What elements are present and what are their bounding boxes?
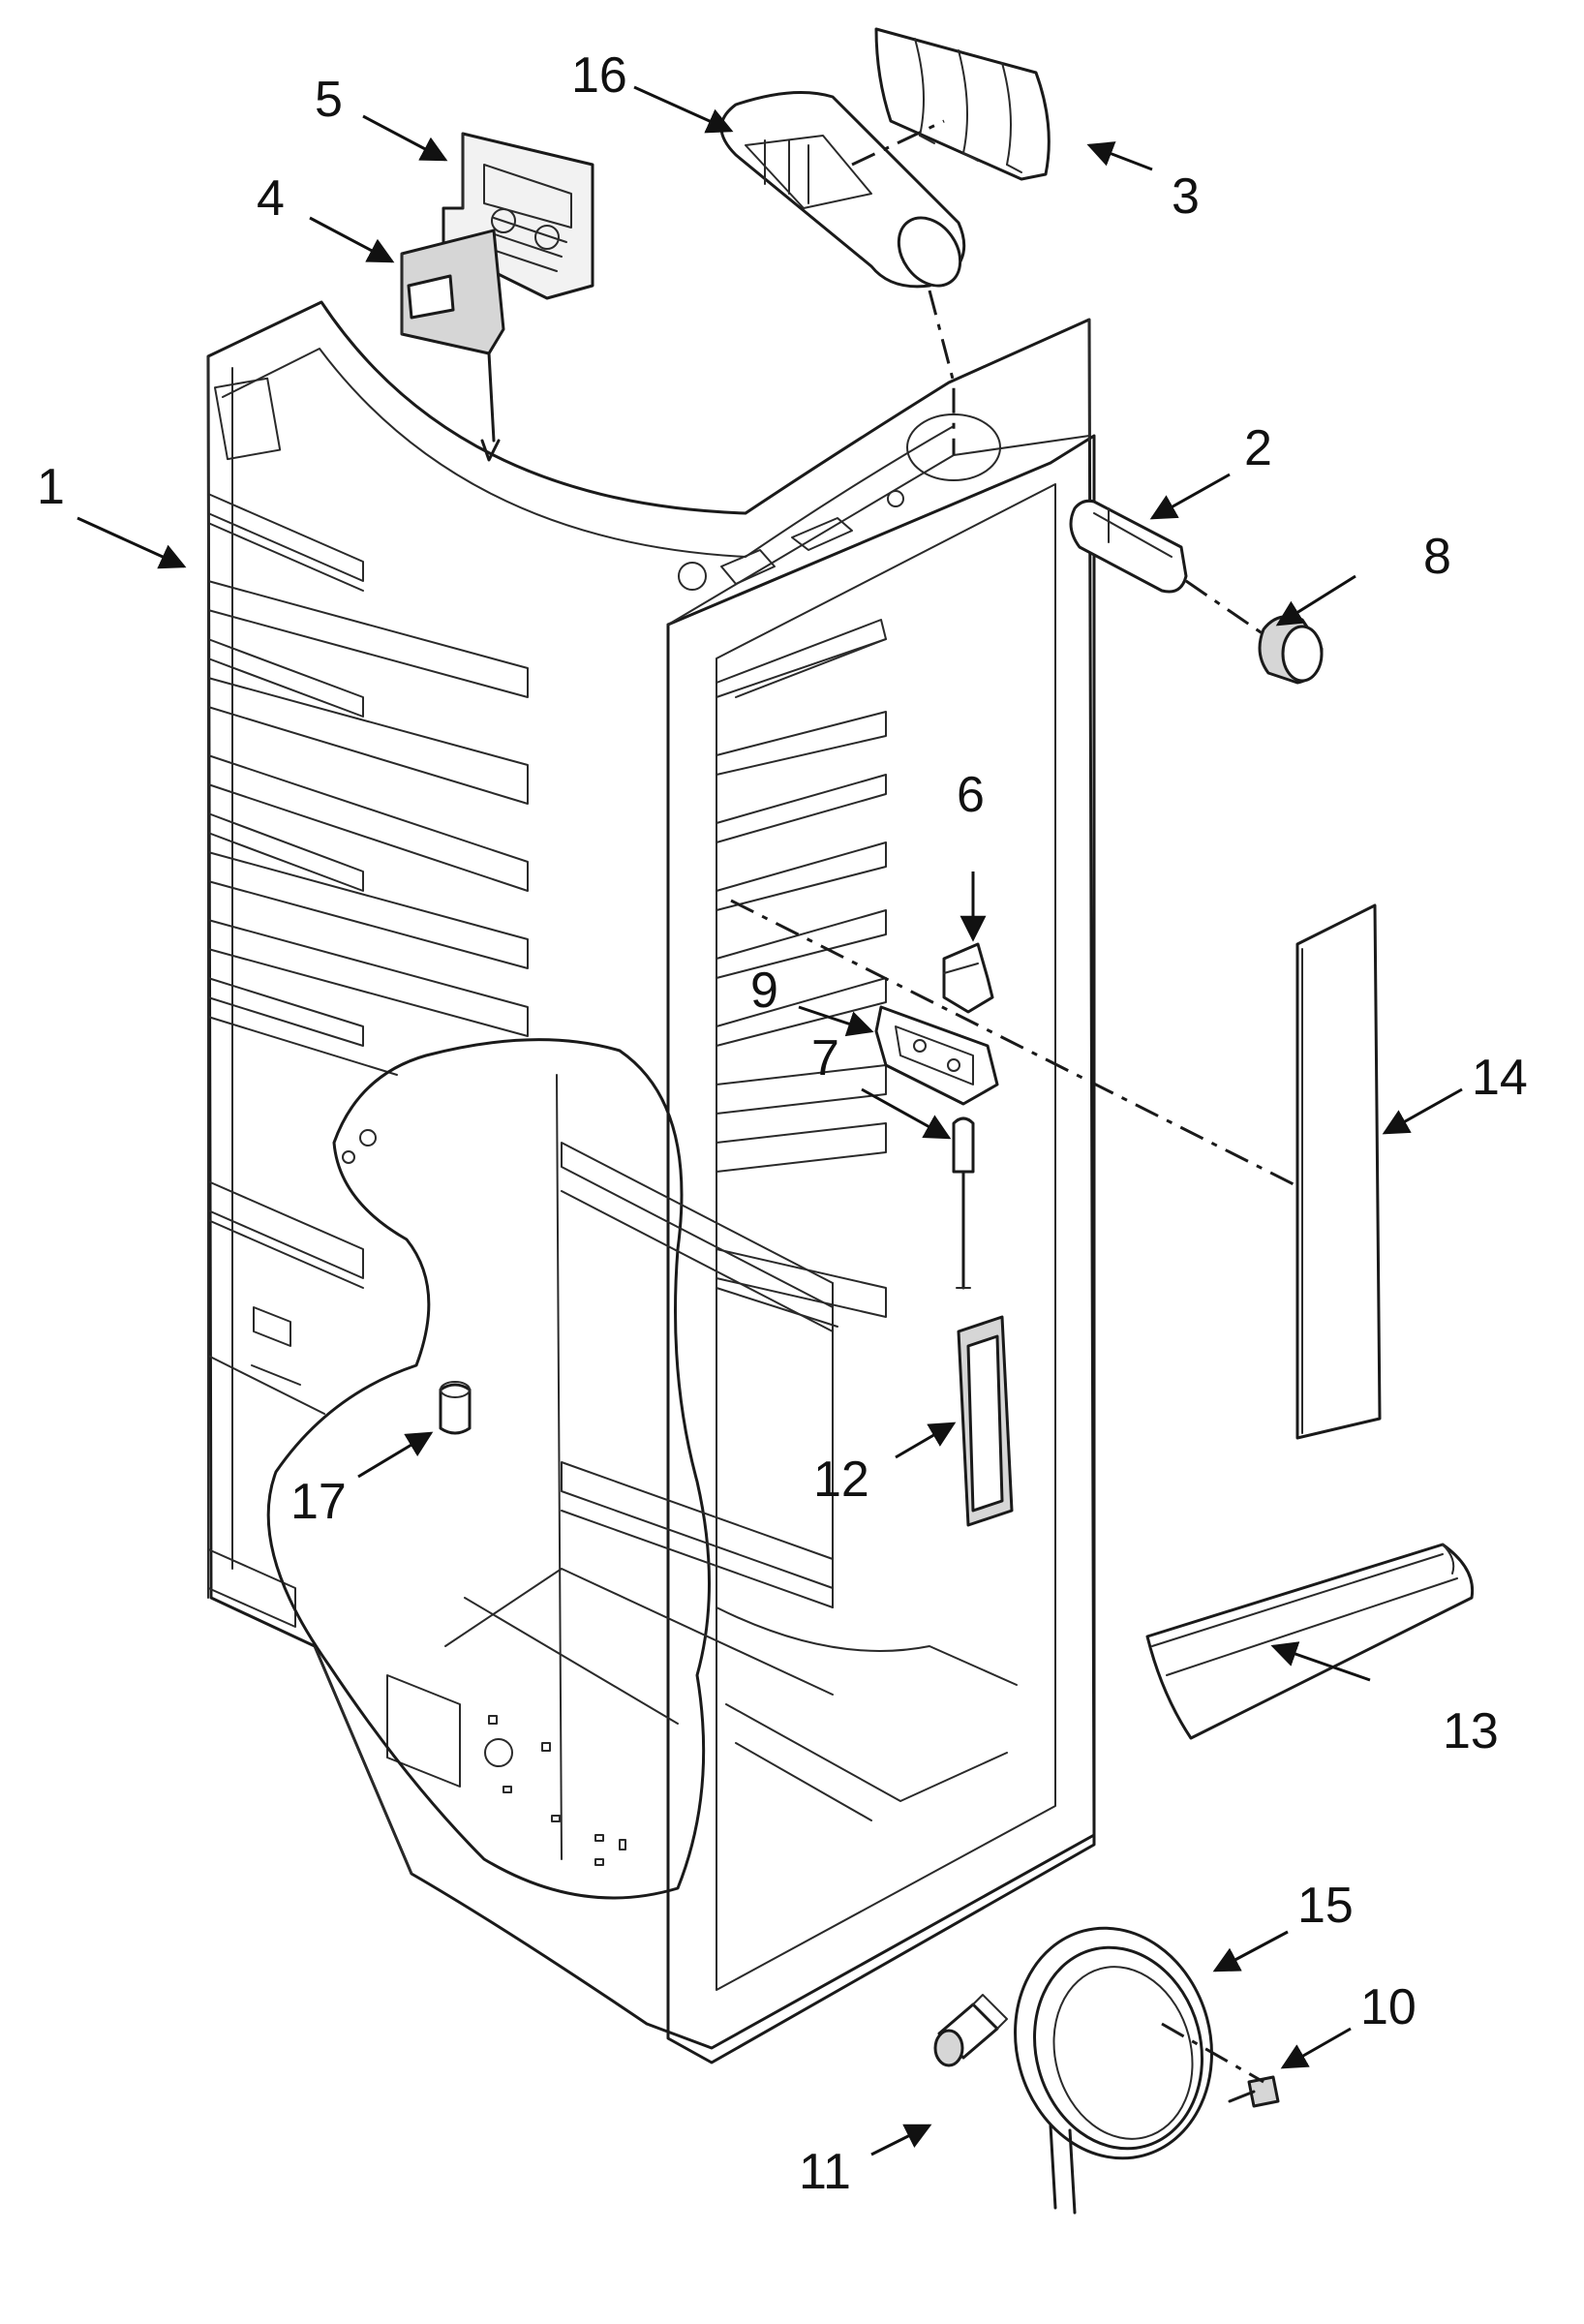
callout-5: 5 xyxy=(315,72,343,128)
part-2-filter xyxy=(1069,499,1202,594)
part-9-light-housing xyxy=(874,1005,999,1106)
part-14-panel xyxy=(1295,903,1382,1440)
part-11-fitting xyxy=(933,1994,1008,2067)
callout-6: 6 xyxy=(957,767,985,823)
callout-15: 15 xyxy=(1297,1878,1354,1934)
part-13-channel xyxy=(1145,1543,1475,1740)
part-4-control-box xyxy=(400,229,505,462)
assembly-lines xyxy=(730,119,1298,2084)
liner-bottom xyxy=(484,1606,1018,1866)
cabinet-liner xyxy=(206,300,1096,2064)
part-17-plug xyxy=(439,1381,472,1435)
part-8-knob xyxy=(1258,615,1324,685)
callout-11: 11 xyxy=(799,2144,851,2200)
callout-3: 3 xyxy=(1172,168,1200,225)
part-10-screw xyxy=(1228,2075,1280,2108)
part-7-probe xyxy=(952,1116,975,1290)
leader-arrows xyxy=(76,85,1463,2156)
part-3-cover xyxy=(874,27,1051,181)
callout-14: 14 xyxy=(1472,1050,1528,1106)
left-wall-shelf-rails xyxy=(207,493,529,1788)
interior-cutaway xyxy=(266,1038,834,1900)
part-15-tubing xyxy=(1014,1926,1213,2215)
callout-12: 12 xyxy=(813,1452,869,1508)
callout-10: 10 xyxy=(1360,1979,1416,2035)
callout-labels: 1 2 3 4 5 6 7 8 9 10 11 12 13 14 15 16 1… xyxy=(37,47,1528,2200)
part-16-cylinder-housing xyxy=(719,91,966,289)
callout-16: 16 xyxy=(571,47,627,104)
part-6-clip xyxy=(942,942,994,1014)
callout-17: 17 xyxy=(290,1474,347,1530)
callout-7: 7 xyxy=(811,1030,839,1086)
callout-4: 4 xyxy=(257,170,285,227)
callout-8: 8 xyxy=(1423,529,1451,585)
callout-2: 2 xyxy=(1244,420,1272,476)
callout-13: 13 xyxy=(1443,1703,1499,1759)
callout-9: 9 xyxy=(750,963,778,1019)
part-12-light-lens xyxy=(957,1315,1014,1527)
right-wall-shelf-rails xyxy=(716,619,887,1328)
callout-1: 1 xyxy=(37,459,65,515)
